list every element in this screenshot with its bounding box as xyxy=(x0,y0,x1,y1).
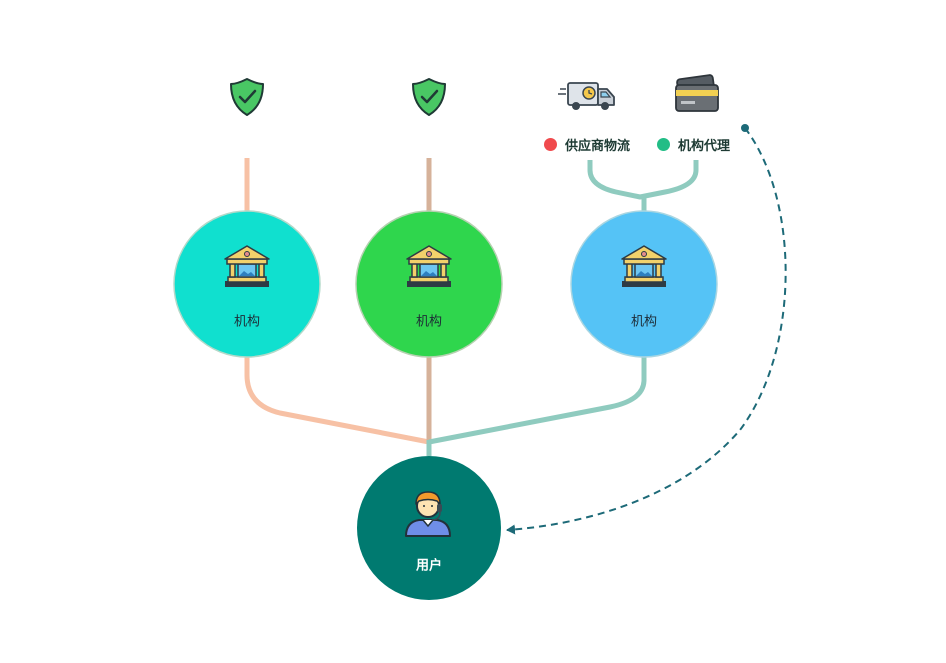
legend-dot-red xyxy=(544,138,557,151)
shield-check-icon xyxy=(229,77,265,117)
legend-org-agent: 机构代理 xyxy=(657,135,730,154)
node-user-label: 用户 xyxy=(415,558,443,574)
node-org3-label: 机构 xyxy=(630,314,658,330)
credit-card-icon xyxy=(675,74,719,112)
node-org2-label: 机构 xyxy=(415,314,443,330)
legend-dot-green xyxy=(657,138,670,151)
legend-label: 机构代理 xyxy=(678,139,731,154)
dashed-arrow xyxy=(506,127,787,535)
legend-supplier-logistics: 供应商物流 xyxy=(544,135,630,154)
shield-check-icon xyxy=(411,77,447,117)
edge-org3-user xyxy=(428,357,647,445)
node-org1-label: 机构 xyxy=(233,314,261,330)
legend-label: 供应商物流 xyxy=(565,139,631,154)
edge-org1-user xyxy=(244,357,430,445)
edge-legend-merge xyxy=(587,160,699,212)
delivery-truck-icon xyxy=(558,82,615,110)
support-agent-icon xyxy=(405,491,451,537)
